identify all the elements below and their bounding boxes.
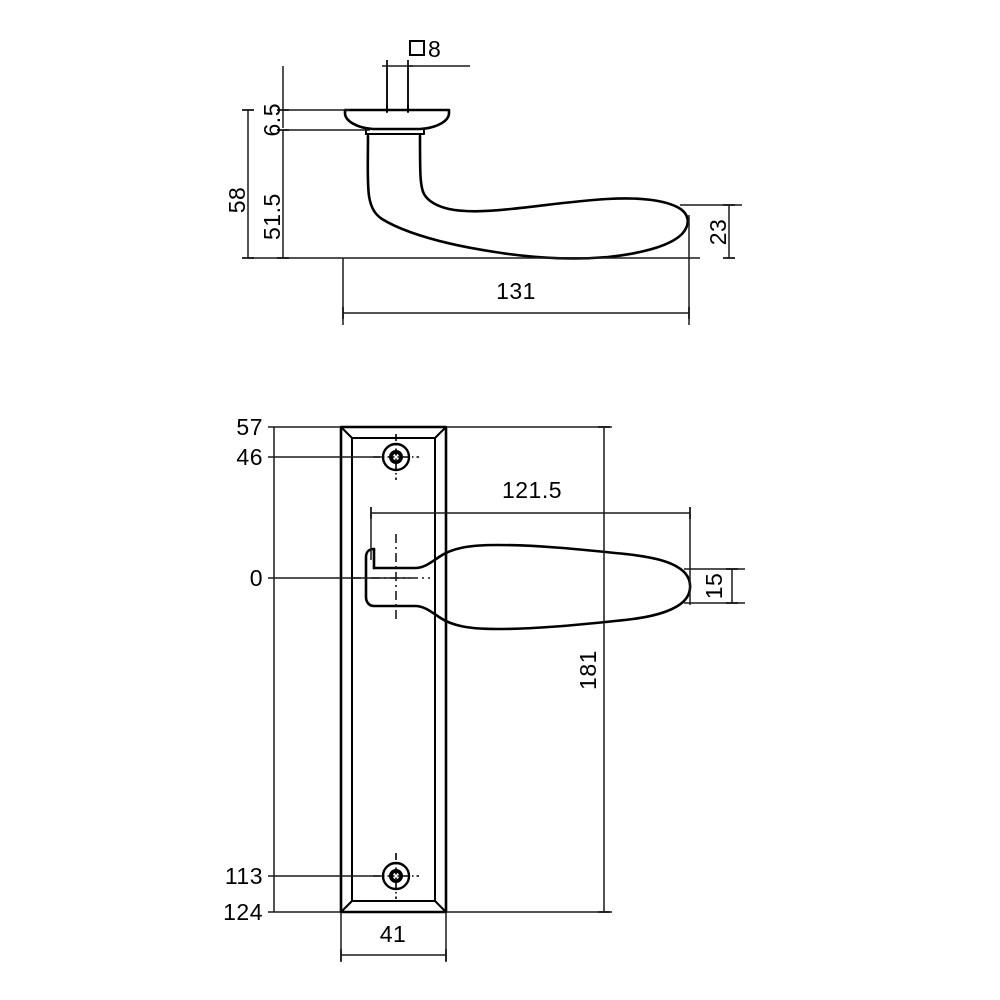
dim-label-181: 181	[575, 650, 601, 690]
bevel-corner-tl	[340, 426, 353, 439]
dim-label-51-5: 51.5	[259, 193, 285, 240]
dim-label-113: 113	[225, 863, 263, 889]
bevel-corner-br	[434, 900, 447, 913]
dim-121-5: 121.5	[370, 477, 691, 605]
dim-label-23: 23	[705, 219, 731, 246]
bevel-corner-tr	[434, 426, 447, 439]
dim-label-124: 124	[223, 899, 263, 925]
dim-15: 15	[684, 568, 745, 604]
front-plan-view: 57 46 0 113 124 121.5 15	[223, 414, 745, 962]
dim-41: 41	[340, 912, 447, 962]
side-elevation-view: 8 6.5 51.5 58	[224, 36, 742, 325]
lever-profile-front	[364, 543, 692, 631]
screw-center-bottom	[392, 872, 400, 880]
dim-label-46: 46	[236, 444, 263, 470]
dim-label-131: 131	[496, 278, 536, 304]
dim-label-41: 41	[380, 921, 407, 947]
dim-131: 131	[342, 215, 690, 325]
screw-hole-top	[373, 434, 419, 480]
lever-profile-side	[366, 134, 689, 260]
dim-label-15: 15	[701, 573, 727, 600]
dim-label-121-5: 121.5	[502, 477, 562, 503]
backplate-outer	[339, 425, 448, 914]
screw-center-top	[392, 453, 400, 461]
dim-label-58: 58	[224, 187, 250, 214]
square-spindle	[386, 67, 409, 113]
dim-181: 181	[446, 426, 612, 913]
dim-23: 23	[680, 204, 742, 259]
dim-spindle-square: 8	[382, 36, 470, 105]
rose-escutcheon	[343, 108, 451, 135]
bevel-corner-bl	[340, 900, 353, 913]
dim-label-0: 0	[250, 565, 263, 591]
dim-label-6-5: 6.5	[259, 103, 285, 136]
dim-58: 58	[224, 109, 254, 259]
dim-6-5: 6.5	[259, 66, 289, 136]
backplate-inner-bevel	[351, 437, 436, 902]
dim-51-5: 51.5	[259, 130, 289, 259]
square-symbol-icon	[409, 40, 425, 56]
dim-label-57: 57	[236, 414, 263, 440]
dim-label-spindle: 8	[428, 36, 441, 62]
